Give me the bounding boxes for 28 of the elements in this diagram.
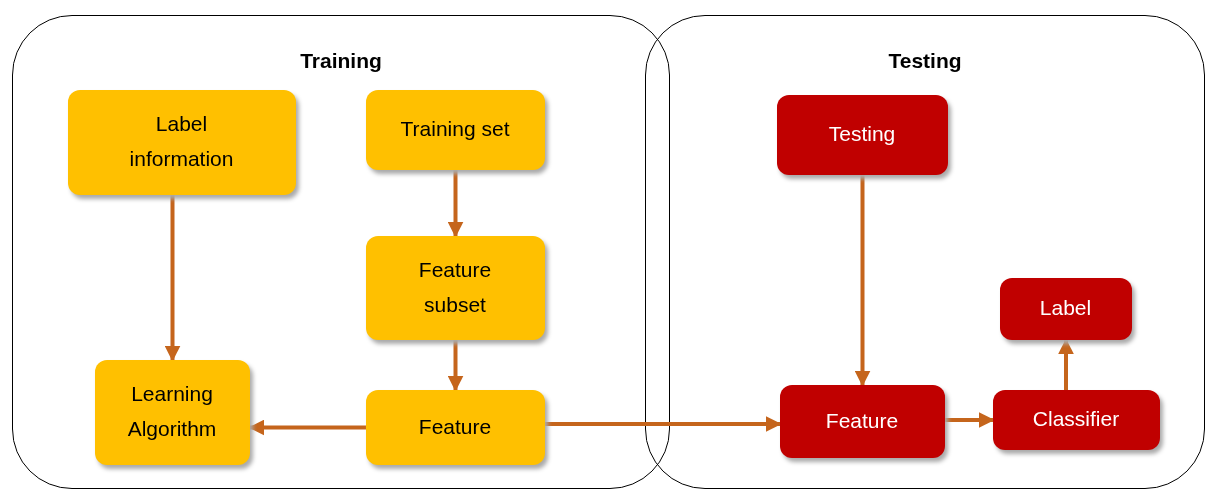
- box-label: Label information: [128, 111, 235, 172]
- process-box: [365, 235, 545, 340]
- box-label: Feature: [824, 407, 900, 434]
- process-box: [67, 89, 296, 195]
- arrow: [1058, 338, 1074, 390]
- process-box: [94, 359, 250, 465]
- process-box: [776, 94, 948, 175]
- panel-title: Testing: [887, 48, 963, 74]
- panel-title: Training: [299, 48, 383, 74]
- box-label: Classifier: [1031, 406, 1121, 433]
- box-label: Training set: [399, 116, 511, 143]
- arrow: [447, 170, 464, 238]
- box-label: Learning Algorithm: [126, 381, 218, 442]
- process-box: [365, 89, 545, 170]
- arrow: [248, 419, 366, 436]
- group-panel: [12, 15, 670, 489]
- group-panel: [645, 15, 1205, 489]
- arrow: [854, 175, 871, 387]
- box-label: Testing: [827, 121, 897, 148]
- process-box: [365, 389, 545, 465]
- process-box: [999, 277, 1132, 340]
- box-label: Label: [1038, 295, 1093, 322]
- box-label: Feature: [417, 413, 493, 440]
- arrow: [447, 340, 464, 392]
- box-label: Feature subset: [417, 256, 493, 318]
- process-box: [992, 389, 1160, 450]
- arrow: [164, 195, 181, 362]
- process-box: [779, 384, 945, 458]
